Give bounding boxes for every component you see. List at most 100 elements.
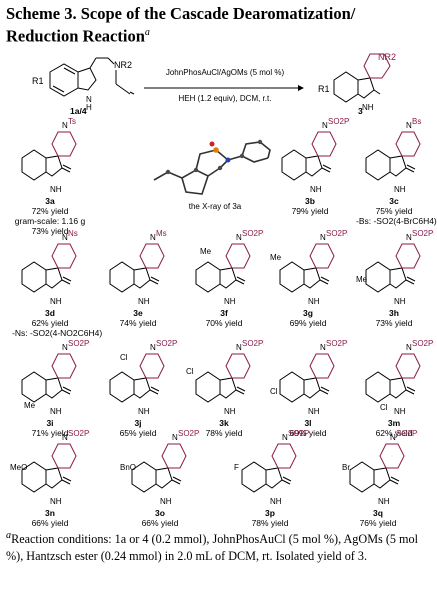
compound-number: 3e <box>133 308 143 318</box>
svg-text:NH: NH <box>310 185 322 194</box>
substituent-3n: MeO <box>10 463 27 472</box>
svg-text:NH: NH <box>50 407 62 416</box>
compound-number: 3n <box>45 508 55 518</box>
svg-text:NH: NH <box>308 297 320 306</box>
product-structure-3g: NHNSO2PhMe <box>270 230 348 306</box>
compound-number: 3m <box>387 418 401 428</box>
svg-text:N: N <box>86 95 92 104</box>
yield-text: 78% yield <box>205 428 243 438</box>
compound-number: 3i <box>46 418 54 428</box>
substituent-3p: F <box>234 463 239 472</box>
yield-text: 62% yield <box>31 318 69 328</box>
yield-text: gram-scale: 1.16 g <box>14 216 86 226</box>
compound-number: 3h <box>389 308 399 318</box>
protecting-group-label: N <box>62 233 68 242</box>
compound-number: 3d <box>45 308 55 318</box>
svg-text:H: H <box>86 103 92 112</box>
protecting-group-label: N <box>236 343 242 352</box>
protecting-group-3m: SO2Ph <box>412 340 434 348</box>
protecting-group-3e: Ms <box>156 230 167 238</box>
protecting-group-3l: SO2Ph <box>326 340 348 348</box>
svg-text:NH: NH <box>138 297 150 306</box>
substituent-3o: BnO <box>120 463 136 472</box>
substituent-3l: Cl <box>270 387 278 396</box>
yield-text: 70% yield <box>205 318 243 328</box>
svg-text:NH: NH <box>270 497 282 506</box>
compound-number: 3c <box>389 196 399 206</box>
protecting-group-label: N <box>282 433 288 442</box>
svg-text:NH: NH <box>378 497 390 506</box>
product-structure: NR2 R1 NH <box>318 52 396 112</box>
yield-text: -Bs: -SO2(4-BrC6H4) <box>356 216 437 226</box>
protecting-group-label: N <box>62 121 68 130</box>
protecting-group-label: N <box>236 233 242 242</box>
svg-text:NH: NH <box>50 297 62 306</box>
substituent-3m: Cl <box>380 403 388 412</box>
protecting-group-3n: SO2Ph <box>68 430 90 438</box>
svg-text:NH: NH <box>394 297 406 306</box>
compound-number: 3g <box>303 308 313 318</box>
yield-text: -Ns: -SO2(4-NO2C6H4) <box>12 328 103 338</box>
product-structure-3j: NHNSO2PhCl <box>109 340 178 416</box>
protecting-group-3h: SO2Ph <box>412 230 434 238</box>
yield-text: 73% yield <box>31 226 69 236</box>
product-structure-3i: NHNSO2PhMe <box>21 340 90 416</box>
protecting-group-3d: Ns <box>68 230 78 238</box>
protecting-group-label: N <box>172 433 178 442</box>
protecting-group-label: N <box>150 233 156 242</box>
compound-number: 3l <box>304 418 312 428</box>
svg-text:NH: NH <box>308 407 320 416</box>
protecting-group-label: N <box>390 433 396 442</box>
protecting-group-label: N <box>406 343 412 352</box>
yield-text: 79% yield <box>291 206 329 216</box>
protecting-group-3q: SO2Ph <box>396 430 418 438</box>
protecting-group-3b: SO2Ph <box>328 118 350 126</box>
yield-text: 69% yield <box>289 428 327 438</box>
svg-text:NR2: NR2 <box>114 60 132 70</box>
yield-text: 66% yield <box>141 518 179 528</box>
compound-number: 3o <box>155 508 165 518</box>
product-structure-3k: NHNSO2PhCl <box>186 340 264 416</box>
svg-text:NH: NH <box>50 185 62 194</box>
yield-text: 76% yield <box>359 518 397 528</box>
reaction-arrow <box>144 85 304 91</box>
substituent-3j: Cl <box>120 353 128 362</box>
svg-text:NH: NH <box>160 497 172 506</box>
substituent-3q: Br <box>342 463 350 472</box>
product-label: 3 <box>358 106 363 116</box>
protecting-group-label: N <box>62 433 68 442</box>
compound-number: 3j <box>134 418 142 428</box>
svg-text:R1: R1 <box>32 76 44 86</box>
substituent-3f: Me <box>200 247 212 256</box>
yield-text: 69% yield <box>289 318 327 328</box>
svg-text:NH: NH <box>394 185 406 194</box>
footnote: aReaction conditions: 1a or 4 (0.2 mmol)… <box>6 530 418 563</box>
protecting-group-3f: SO2Ph <box>242 230 264 238</box>
protecting-group-label: N <box>406 121 412 130</box>
protecting-group-label: N <box>320 343 326 352</box>
yield-text: 78% yield <box>251 518 289 528</box>
substituent-3g: Me <box>270 253 282 262</box>
substrate-label: 1a/4 <box>70 106 87 116</box>
product-structure-3o: NHNSO2PhBnO <box>120 430 200 506</box>
substituent-3h: Me <box>356 275 368 284</box>
product-structure-3b: NHNSO2Ph <box>281 118 350 194</box>
yield-text: 75% yield <box>375 206 413 216</box>
svg-text:NH: NH <box>394 407 406 416</box>
compound-number: 3f <box>220 308 228 318</box>
